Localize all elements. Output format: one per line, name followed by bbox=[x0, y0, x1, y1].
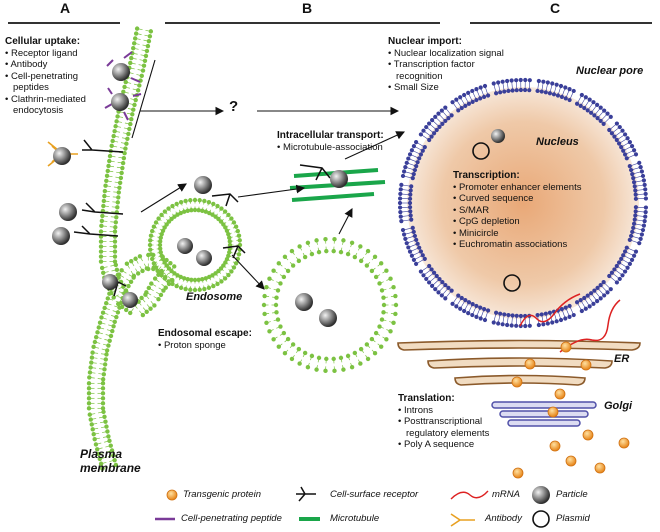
legend-particle: Particle bbox=[556, 489, 588, 500]
plasma-membrane-label: Plasma membrane bbox=[80, 447, 141, 475]
particle bbox=[194, 176, 212, 194]
legend-mrna-swatch bbox=[450, 490, 489, 500]
uptake-item: Cell-penetrating bbox=[5, 71, 86, 83]
cellular-uptake-title: Cellular uptake: bbox=[5, 36, 81, 47]
mrna-strand bbox=[519, 293, 581, 327]
unknown-pathway-mark: ? bbox=[229, 98, 239, 115]
particle bbox=[330, 170, 348, 188]
uptake-item-cont: endocytosis bbox=[13, 105, 64, 116]
legend-graphics bbox=[155, 486, 550, 528]
legend-receptor-swatch bbox=[296, 486, 316, 502]
cell-surface-receptors bbox=[73, 139, 331, 297]
legend-plasmid: Plasmid bbox=[556, 513, 590, 524]
legend-particle-swatch bbox=[532, 486, 550, 504]
particle bbox=[122, 292, 138, 308]
import-item-cont: recognition bbox=[396, 70, 443, 82]
endosomal-escape-title: Endosomal escape: bbox=[158, 328, 252, 339]
import-item: Small Size bbox=[388, 82, 504, 94]
section-label-b: B bbox=[302, 0, 313, 16]
uptake-item-cont: peptides bbox=[13, 82, 49, 93]
nuclear-import-block: Nuclear import: Nuclear localization sig… bbox=[388, 36, 504, 94]
import-item: Nuclear localization signal bbox=[388, 48, 504, 60]
translation-title: Translation: bbox=[398, 393, 455, 404]
mrna-strand bbox=[559, 299, 621, 353]
legend-antibody-swatch bbox=[450, 513, 475, 527]
plasmid bbox=[472, 142, 490, 160]
transcription-item: Minicircle bbox=[453, 228, 581, 240]
particle bbox=[111, 93, 129, 111]
uptake-item: Receptor ligand bbox=[5, 48, 86, 60]
transcription-block: Transcription: Promoter enhancer element… bbox=[453, 170, 581, 251]
cellular-uptake-block: Cellular uptake: Receptor ligand Antibod… bbox=[5, 36, 86, 117]
import-item: Transcription factor bbox=[388, 59, 504, 71]
intracellular-item: Microtubule-association bbox=[277, 142, 384, 154]
translation-block: Translation: Introns Posttranscriptional… bbox=[398, 393, 489, 451]
particle bbox=[196, 250, 212, 266]
transcription-item: S/MAR bbox=[453, 205, 581, 217]
nucleus-label: Nucleus bbox=[536, 136, 579, 148]
plasma-membrane bbox=[86, 26, 177, 471]
golgi-apparatus bbox=[491, 401, 597, 427]
escape-item: Proton sponge bbox=[158, 340, 252, 352]
plasma-membrane-line2: membrane bbox=[80, 461, 141, 475]
uptake-item: Antibody bbox=[5, 59, 86, 71]
section-label-a: A bbox=[60, 0, 71, 16]
particle bbox=[319, 309, 337, 327]
particle bbox=[59, 203, 77, 221]
particle bbox=[112, 63, 130, 81]
escape-vesicle bbox=[261, 236, 399, 374]
nuclear-import-title: Nuclear import: bbox=[388, 36, 462, 47]
translation-item-cont: regulatory elements bbox=[406, 427, 490, 439]
er-label: ER bbox=[614, 353, 630, 365]
legend-cell-surface-receptor: Cell-surface receptor bbox=[330, 489, 419, 500]
plasma-membrane-line1: Plasma bbox=[80, 447, 123, 461]
transgenic-proteins bbox=[511, 341, 630, 479]
particles bbox=[52, 63, 505, 327]
legend-microtubule: Microtubule bbox=[330, 513, 380, 524]
transcription-title: Transcription: bbox=[453, 170, 520, 181]
legend-plasmid-swatch bbox=[532, 510, 550, 528]
translation-item: Posttranscriptional bbox=[398, 416, 489, 428]
particle bbox=[102, 274, 118, 290]
endosome bbox=[147, 197, 243, 293]
transcription-item: Promoter enhancer elements bbox=[453, 182, 582, 194]
translation-item: Introns bbox=[398, 405, 489, 417]
particle bbox=[295, 293, 313, 311]
transcription-item: CpG depletion bbox=[453, 216, 581, 228]
particle bbox=[177, 238, 193, 254]
section-label-c: C bbox=[550, 0, 561, 16]
legend-cell-penetrating-peptide: Cell-penetrating peptide bbox=[181, 513, 282, 524]
nuclear-envelope bbox=[397, 77, 649, 329]
plasmid bbox=[503, 274, 521, 292]
endosomal-escape-block: Endosomal escape: Proton sponge bbox=[158, 328, 252, 351]
particle bbox=[52, 227, 70, 245]
legend-transgenic-protein: Transgenic protein bbox=[183, 489, 261, 500]
pathway-arrows bbox=[131, 59, 406, 290]
legend-mrna: mRNA bbox=[492, 489, 520, 500]
intracellular-title: Intracellular transport: bbox=[277, 130, 384, 141]
particle bbox=[491, 129, 505, 143]
transcription-item: Euchromatin associations bbox=[453, 239, 581, 251]
particle bbox=[53, 147, 71, 165]
endoplasmic-reticulum bbox=[397, 339, 641, 386]
endosome-label: Endosome bbox=[186, 291, 243, 303]
translation-item: Poly A sequence bbox=[398, 439, 489, 451]
cell-penetrating-peptides bbox=[104, 51, 142, 121]
legend-antibody: Antibody bbox=[485, 513, 522, 524]
transcription-item: Curved sequence bbox=[453, 193, 581, 205]
golgi-label: Golgi bbox=[604, 400, 633, 412]
legend-protein-swatch bbox=[166, 489, 178, 501]
intracellular-block: Intracellular transport: Microtubule-ass… bbox=[277, 130, 384, 153]
nuclear-pore-label: Nuclear pore bbox=[576, 65, 644, 77]
uptake-item: Clathrin-mediated bbox=[5, 94, 86, 106]
